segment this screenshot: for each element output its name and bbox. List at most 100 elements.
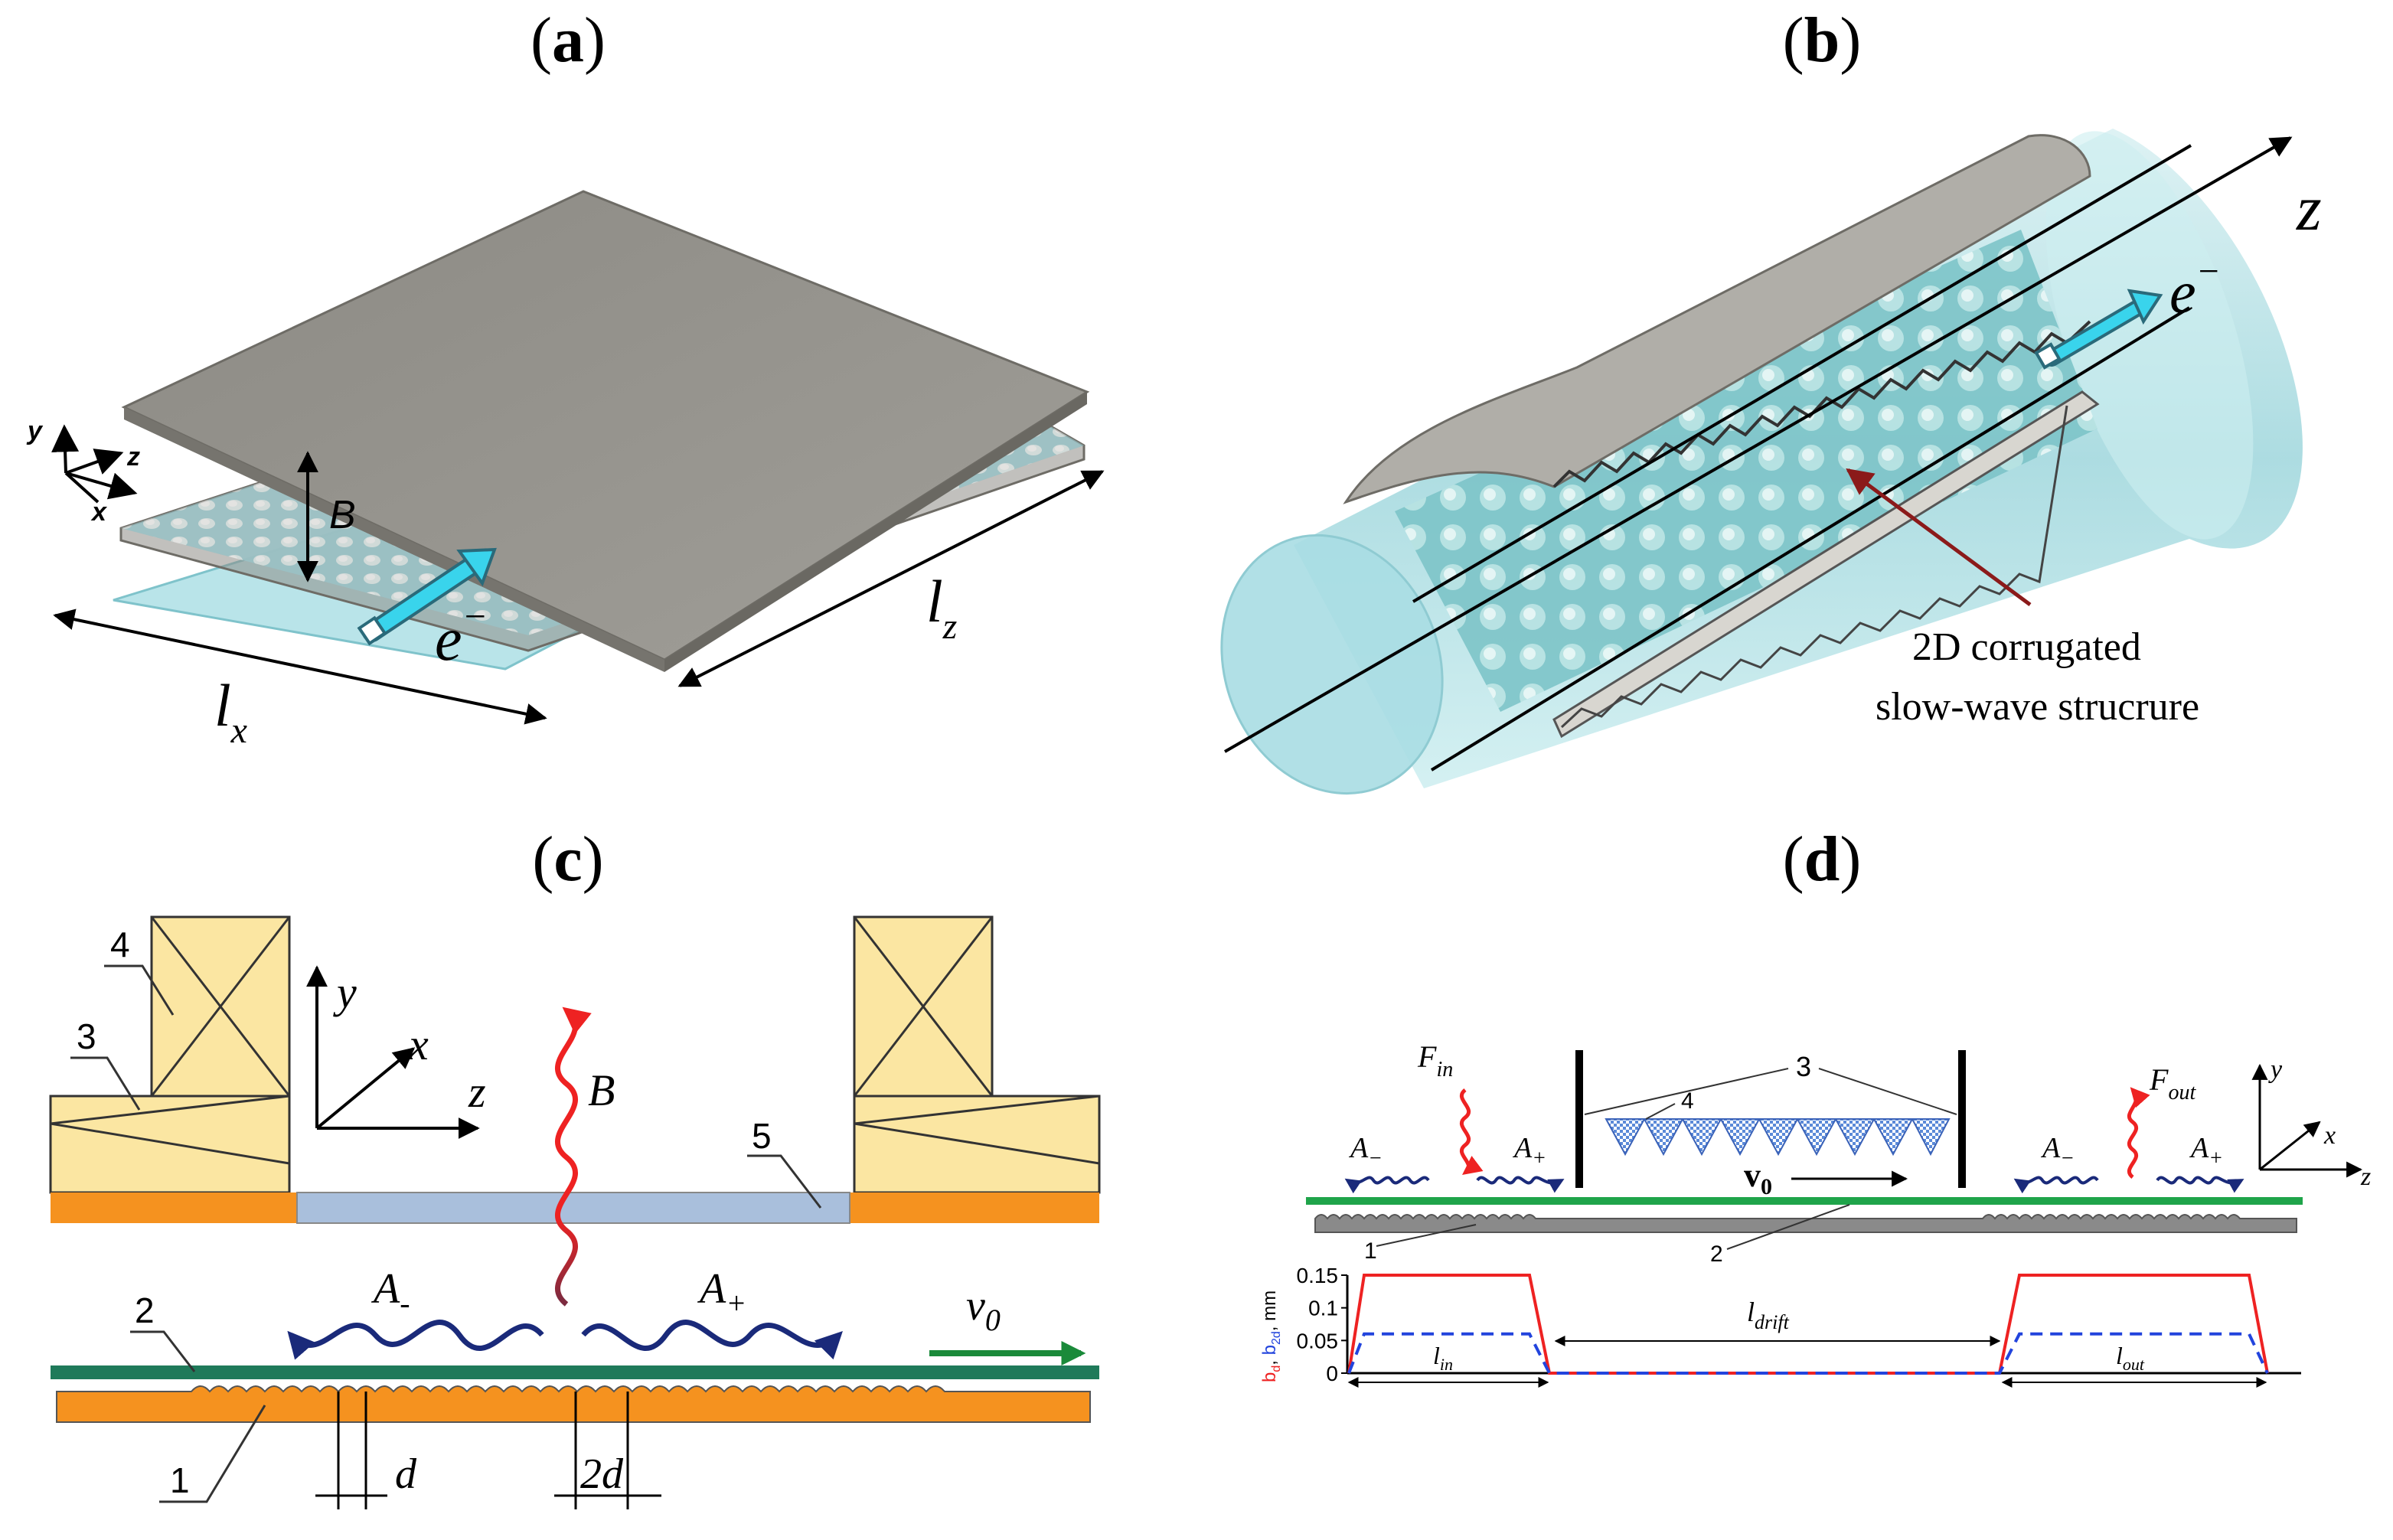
lz-label: lz [926,568,958,647]
wave-minus-right-d [2013,1176,2099,1194]
yoke-line-2 [50,1122,290,1165]
label-4-c: 4 [110,925,130,964]
wave-minus-label-right-d: A− [2040,1132,2075,1170]
velocity-label-c: v0 [966,1282,1001,1337]
wave-minus-label-c: A- [371,1265,410,1320]
axis-z-label-a: z [126,442,140,471]
label-5-c: 5 [752,1116,772,1156]
panel-c-label: (c) [532,824,603,895]
bottom-strip-teeth [1560,405,2068,729]
panel-b-label: (b) [1783,5,1862,76]
tube-guide-line-2 [1430,306,2191,772]
electron-beam-arrow-b [2034,289,2163,370]
velocity-label-d: v0 [1744,1157,1772,1199]
l-in-label: lin [1433,1342,1453,1374]
tube-end-right [2045,131,2254,540]
chart-y-label: bd, b2d, mm [1259,1290,1283,1382]
chart-ytick-label-3: 0.15 [1297,1264,1339,1287]
leader-2-d [1726,1204,1850,1250]
yoke-line-1 [50,1095,290,1125]
axis-z-label-d: z [2360,1163,2371,1191]
axis-y-label-a: y [26,416,44,445]
chart-ytick-label-2: 0.1 [1308,1297,1338,1320]
tube-guide-line-1 [1412,144,2192,603]
top-plate-edge [124,407,664,672]
electron-beam-band [51,1365,1099,1379]
tube-end-left [1220,533,1444,795]
chart-y-ticks: 0 0.05 0.1 0.15 [1297,1264,1347,1385]
corrugated-structure [56,1385,1091,1423]
forward-wave-A-plus [581,1320,843,1360]
gap-label: B [329,493,356,537]
label-1-c: 1 [170,1460,190,1500]
label-1-d: 1 [1364,1238,1377,1264]
leader-5-c [747,1154,822,1209]
right-conductor-bar [850,1193,1099,1223]
label-3-c: 3 [77,1016,96,1056]
f-in-label: Fin [1417,1039,1453,1082]
panel-d-label: (d) [1783,824,1862,895]
l-drift-label: ldrift [1747,1297,1790,1333]
axis-y-label-d: y [2268,1055,2283,1084]
f-out-label: Fout [2149,1062,2196,1104]
lx-dimension-arrow [53,608,547,725]
axis-x-label-d: x [2323,1121,2336,1150]
panel-d: (d) 3 4 v0 Fin Fout A− [1259,824,2371,1388]
axis-y-label-c: y [333,967,357,1017]
bottom-sawtooth-strip [1552,390,2100,739]
lz-dimension-arrow [677,470,1105,687]
axis-x-label-a: x [90,498,108,527]
backward-wave-A-minus [287,1320,544,1360]
planar-grating-triangles [1605,1118,1951,1157]
period-d-label: d [395,1450,417,1498]
tube-axis-line [1224,136,2293,753]
top-sawtooth-strip [1552,320,2091,488]
axis-triad-a [51,424,138,504]
panel-a: (a) B e− y z x [26,5,1105,751]
chart-series [1347,1274,2269,1375]
wave-plus-left-d [1476,1176,1565,1193]
label-2-d: 2 [1710,1241,1723,1267]
label-2-c: 2 [135,1290,155,1330]
annotation-line-2: slow-wave strucrure [1876,685,2199,729]
leader-1-d [1376,1224,1477,1247]
lx-label: lx [214,672,247,751]
wave-minus-label-left-d: A− [1348,1132,1383,1170]
leader-3-d-left [1584,1068,1789,1115]
magnetic-field-wave-B [554,1007,592,1307]
chart-ytick-label-1: 0.05 [1297,1329,1339,1352]
annotation-line-1: 2D corrugated [1912,625,2141,669]
yoke-line-3 [854,1095,1100,1125]
label-3-d: 3 [1796,1051,1811,1082]
wave-plus-label-right-d: A+ [2189,1132,2223,1170]
wave-plus-label-left-d: A+ [1512,1132,1546,1170]
axis-z-label-b: z [2296,173,2322,244]
axis-triad-d [2251,1063,2363,1178]
axis-z-label-c: z [468,1067,486,1117]
left-reflector-wall [1575,1050,1583,1188]
leader-4-d [1645,1103,1676,1120]
axis-triad-c [306,965,480,1139]
electron-label-b: e− [2169,251,2221,325]
middle-window-plate [296,1192,850,1224]
leader-2-c [130,1330,196,1372]
leader-3-c [70,1056,141,1111]
coil-cross-2 [150,916,291,1097]
left-conductor-bar [51,1193,297,1223]
label-4-d: 4 [1681,1088,1694,1114]
profile-chart: 0 0.05 0.1 0.15 bd, b2d, mm [1259,1264,2301,1385]
right-reflector-wall [1958,1050,1966,1188]
coil-cross-4 [853,916,994,1097]
corrugated-substrate-d [1314,1214,2297,1233]
axis-x-label-c: x [408,1020,429,1069]
leader-3-d-right [1818,1068,1957,1115]
wave-minus-left-d [1344,1176,1430,1194]
period-dimension-lines [315,1392,661,1509]
panel-b: (b) z e− 2D corrugated slow-wave strucru… [1220,5,2322,795]
chart-ytick-label-0: 0 [1326,1362,1338,1385]
annotation-pointer [1846,468,2032,607]
yoke-line-4 [854,1122,1100,1165]
period-2d-label: 2d [580,1450,624,1498]
leader-4-c [104,964,175,1016]
